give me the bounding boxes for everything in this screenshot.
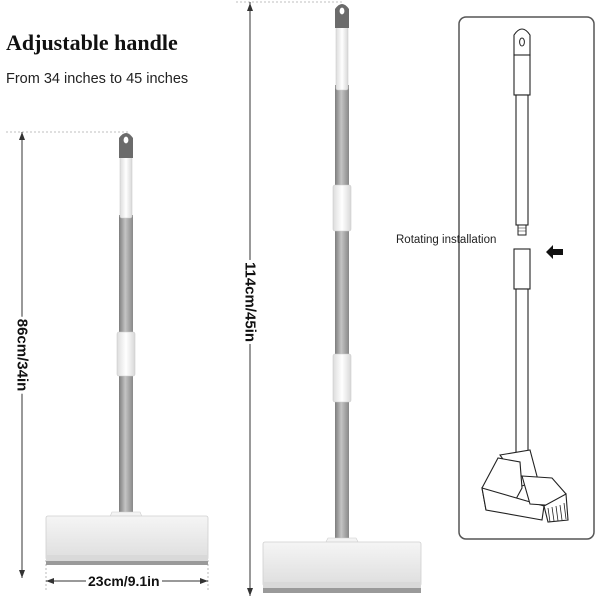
page-title: Adjustable handle: [6, 30, 178, 55]
page-subtitle: From 34 inches to 45 inches: [6, 71, 189, 87]
rotating-installation-label: Rotating installation: [396, 234, 497, 246]
short-mop-height-label: 86cm/34in: [13, 316, 31, 394]
tall-mop: [262, 4, 422, 593]
installation-panel: [458, 16, 595, 540]
tall-mop-height-label: 114cm/45in: [241, 259, 259, 345]
short-mop-width-label: 23cm/9.1in: [86, 573, 162, 589]
short-mop: [45, 133, 209, 565]
